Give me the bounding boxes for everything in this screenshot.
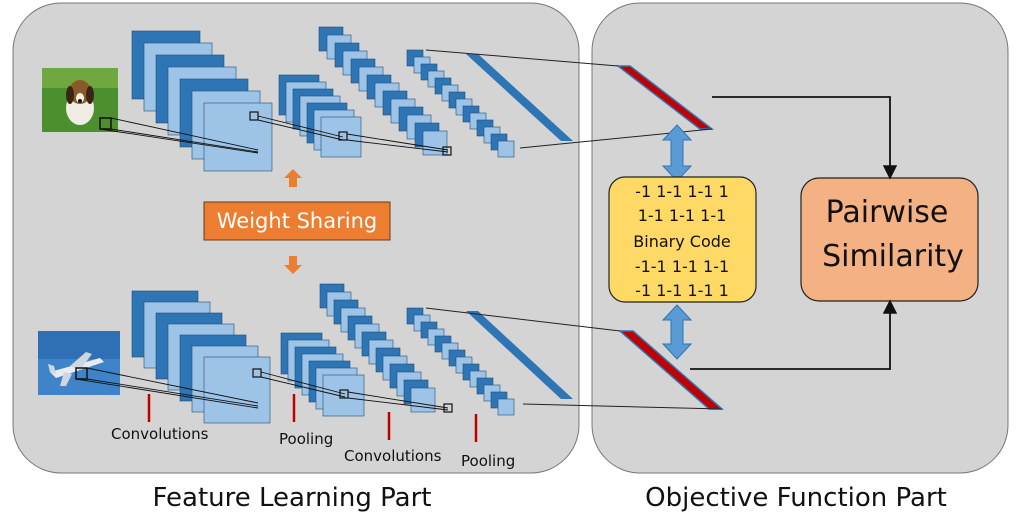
rf-bot-c — [75, 378, 259, 409]
dog-image — [42, 68, 118, 132]
rf-bot-d — [260, 371, 346, 395]
feature-maps — [131, 26, 573, 424]
rf-bot-g — [347, 397, 449, 411]
binary-code-line-2: 1-1 1-1 1-1 — [638, 206, 727, 225]
proj-line-bottom-2 — [522, 403, 723, 410]
binary-code-box — [608, 176, 757, 303]
proj-line-top-1 — [425, 49, 619, 67]
bottom-conv1-map-7 — [203, 356, 271, 424]
binary-code-line-3: Binary Code — [633, 232, 730, 251]
bottom-pool2-map-14 — [497, 398, 515, 416]
fc-layer-bottom — [466, 311, 573, 399]
arrow-up-orange-icon — [284, 169, 302, 187]
arrow-down-orange-icon — [284, 256, 302, 274]
rf-bot-f — [347, 391, 449, 409]
conv2-label: Convolutions — [344, 447, 442, 465]
window-bottom-conv1 — [252, 368, 262, 378]
rf-top-g — [346, 139, 449, 153]
fc-layer-top — [466, 54, 573, 141]
window-bottom-pool2 — [443, 403, 453, 413]
binary-code-line-1: -1 1-1 1-1 1 — [635, 182, 729, 201]
top-pool1-map-7 — [320, 116, 362, 158]
rf-bot-a — [86, 367, 259, 404]
bottom-pool1-map-7 — [322, 374, 365, 417]
double-arrow-bottom-icon — [661, 304, 693, 360]
binary-code-line-5: -1 1-1 1-1 1 — [635, 281, 729, 300]
connector-top — [712, 96, 898, 180]
conv1-label: Convolutions — [111, 425, 209, 443]
rf-bot-e — [260, 376, 346, 398]
rf-top-d — [257, 115, 344, 138]
image-window-bottom — [75, 367, 88, 380]
window-bottom-pool1 — [339, 389, 349, 399]
pool2-label: Pooling — [461, 452, 515, 470]
pool1-label: Pooling — [279, 430, 333, 448]
rf-top-a — [110, 117, 259, 151]
rf-top-b — [110, 128, 259, 153]
feature-learning-title: Feature Learning Part — [153, 483, 432, 513]
receptive-field-lines — [75, 115, 449, 411]
connector-bottom — [690, 299, 898, 370]
similarity-label: Similarity — [822, 239, 964, 274]
image-window-top — [99, 117, 112, 130]
weight-sharing-label: Weight Sharing — [217, 209, 377, 233]
rf-bot-b — [86, 378, 259, 407]
pairwise-label: Pairwise — [826, 195, 949, 230]
binary-code-line-4: -1-1 1-1 1-1 — [635, 257, 729, 276]
weight-sharing-box — [203, 201, 391, 241]
objective-function-title: Objective Function Part — [645, 483, 947, 513]
rf-top-f — [346, 133, 449, 151]
top-conv1-map-7 — [203, 102, 273, 172]
top-pool2-map-14 — [497, 140, 515, 158]
proj-line-bottom-1 — [425, 307, 621, 332]
rf-top-c — [99, 128, 259, 154]
airplane-image — [38, 331, 120, 395]
rf-top-e — [257, 119, 344, 141]
